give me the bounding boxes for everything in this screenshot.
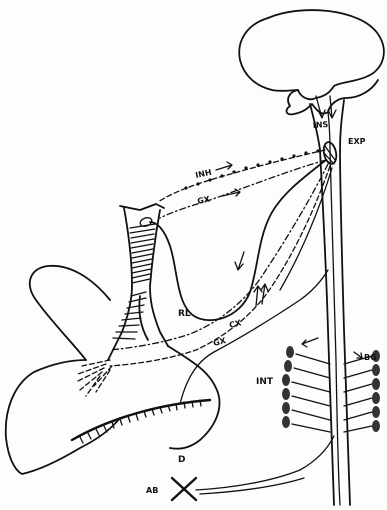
rl-nerve [150,160,326,320]
ins-label: INS [313,120,329,130]
exp-label: EXP [348,137,366,146]
cx-label: CX [228,318,243,330]
rl-label: RL [178,309,191,319]
int-label: INT [256,377,274,387]
bg-label: BG [364,353,377,362]
lung [6,266,220,474]
ab-label: AB [146,486,158,495]
gx-upper-label: GX [197,194,212,206]
inh-label: INH [195,168,213,180]
inh-pathway [158,149,325,202]
brain [239,10,384,114]
d-label: D [178,455,185,465]
abdominal-muscle-icon [172,436,334,500]
